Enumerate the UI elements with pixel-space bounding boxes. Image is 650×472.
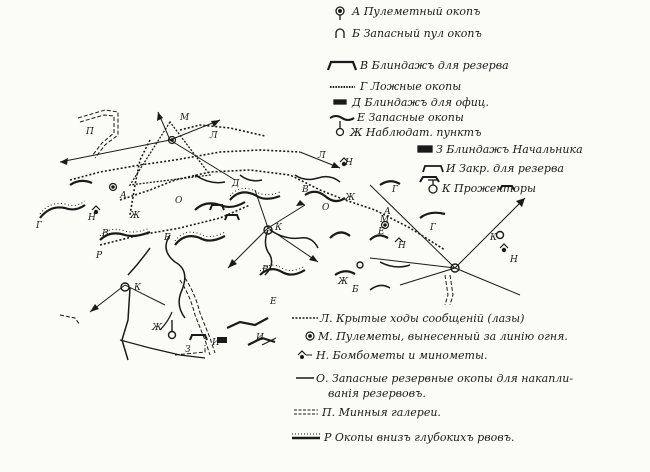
legend-item-g: Г Ложные окопы	[359, 80, 461, 93]
reserve-dugout-icon	[326, 60, 358, 71]
map-mg-pits	[108, 135, 390, 230]
map-label: Л	[209, 131, 218, 141]
map-label: Ж	[129, 211, 141, 221]
map-label: К	[274, 223, 283, 233]
forward-mg-icon	[305, 331, 315, 341]
map-label: К	[489, 233, 498, 243]
arrow-heads	[60, 112, 525, 312]
mine-gallery-left	[77, 109, 119, 159]
map-label: Е	[377, 227, 385, 237]
map-label: М	[379, 215, 390, 225]
map-label: Б	[163, 233, 171, 243]
map-label: Л	[317, 151, 326, 161]
map-searchlights	[120, 225, 505, 340]
ravine-trench-icon	[292, 433, 320, 440]
map-label: Г	[35, 221, 43, 231]
legend-item-e: Е Запасные окопы	[356, 111, 464, 124]
map-label: Н	[509, 255, 518, 265]
legend-item-z: З Блиндажъ Начальника	[436, 143, 583, 156]
map-label: А	[383, 207, 391, 217]
reserve-shelter-icon	[422, 165, 444, 173]
mortar-positions	[91, 157, 509, 253]
legend-item-a: А Пулеметный окопъ	[351, 5, 480, 18]
map-label: Н	[397, 241, 406, 251]
map-dugouts	[189, 176, 515, 343]
map-label: Д	[231, 179, 240, 189]
trench-ticks	[39, 187, 306, 272]
main-trenches	[39, 179, 446, 346]
legend-item-k: К Прожекторы	[441, 182, 536, 195]
map-label: В	[301, 185, 309, 195]
searchlight-beams	[59, 111, 526, 313]
covered-passages	[69, 124, 446, 251]
commander-dugout-icon	[417, 145, 433, 153]
map-label: В	[101, 229, 109, 239]
map-label: Ж	[337, 277, 349, 287]
mine-gallery-icon	[294, 409, 318, 415]
map-label: З	[185, 345, 191, 355]
searchlight-icon	[428, 179, 438, 194]
map-label: П	[85, 127, 94, 137]
map-label: И	[255, 333, 264, 343]
legend-item-d: Д Блиндажъ для офиц.	[351, 96, 489, 109]
map-label: Р	[95, 251, 103, 261]
legend-item-p: П. Минныя галереи.	[321, 406, 441, 419]
map-label: Н	[87, 213, 96, 223]
legend-item-r: Р Окопы внизъ глубокихъ рвовъ.	[323, 431, 514, 444]
mg-pit-icon	[335, 6, 345, 20]
map-label: О	[175, 196, 183, 206]
legend-item-m: М. Пулеметы, вынесенный за линію огня.	[317, 330, 568, 343]
map-label: Е	[269, 297, 277, 307]
legend-top: А Пулеметный окопъ Б Запасный пул окопъ …	[326, 5, 583, 195]
ravine-lines	[119, 311, 277, 359]
mine-gallery-lower	[59, 274, 454, 356]
officer-dugout-icon	[333, 99, 347, 105]
map-label: Б	[351, 285, 359, 295]
map-label: Ж	[151, 323, 163, 333]
map-label: Г	[429, 223, 437, 233]
reserve-trench-icon	[329, 115, 355, 121]
map-label: Г	[391, 185, 399, 195]
legend-item-l: Л. Крытые ходы сообщеній (лазы)	[319, 312, 524, 325]
map-label: М	[179, 113, 190, 123]
map-label: А	[119, 191, 127, 201]
legend-item-b: Б Запасный пул окопъ	[351, 27, 482, 40]
map-label: Р	[261, 265, 269, 275]
legend-item-n: Н. Бомбометы и минометы.	[315, 349, 487, 362]
legend-bottom: Л. Крытые ходы сообщеній (лазы) М. Пулем…	[292, 312, 573, 444]
map-label: К	[133, 283, 142, 293]
reserve-mg-pit-icon	[335, 28, 345, 38]
map-label: Н	[344, 158, 353, 168]
map-labels: П М Л А Г Н Ж О В Б Р К Ж З И Е Д К Р В …	[35, 113, 518, 355]
observation-post-icon	[335, 121, 345, 137]
legend-item-zh: Ж Наблюдат. пунктъ	[349, 126, 481, 139]
mortar-icon	[297, 350, 312, 359]
legend-item-i: И Закр. для резерва	[445, 162, 564, 175]
legend-item-o-cont: ванія резервовъ.	[328, 387, 426, 400]
legend-item-v: В Блиндажъ для резерва	[359, 59, 509, 72]
legend-item-o: О. Запасные резервные окопы для накапли-	[316, 372, 573, 385]
map-label: Ж	[344, 193, 356, 203]
map-label: О	[322, 203, 330, 213]
trench-network	[39, 109, 526, 361]
interior-trenches	[121, 174, 411, 361]
map-label: И	[211, 338, 220, 348]
